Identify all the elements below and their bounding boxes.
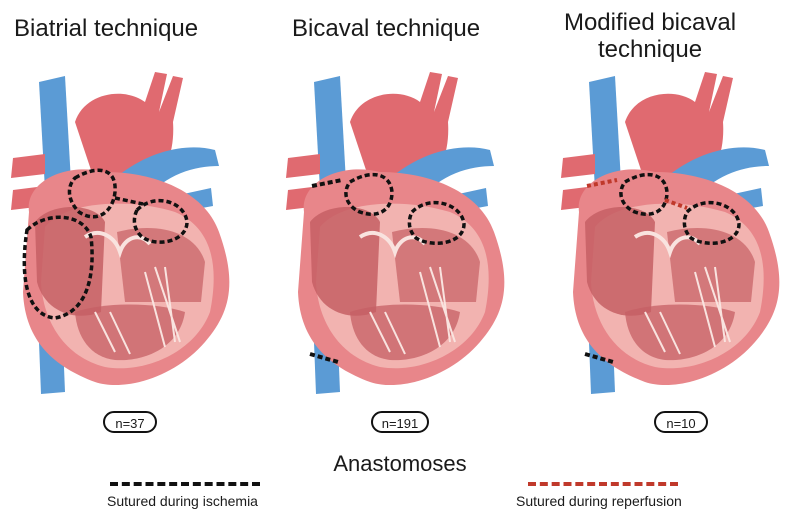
heart-diagram-modified-bicaval (559, 70, 782, 396)
legend-label-reperfusion: Sutured during reperfusion (516, 493, 682, 509)
legend-title: Anastomoses (333, 451, 467, 476)
legend-label-ischemia: Sutured during ischemia (107, 493, 258, 509)
legend-line-reperfusion (528, 482, 678, 486)
legend-line-ischemia (110, 482, 260, 486)
heart-diagram-bicaval (284, 70, 507, 396)
count-badge-biatrial: n=37 (103, 411, 157, 433)
panel-title-bicaval: Bicaval technique (292, 15, 481, 42)
count-badge-bicaval: n=191 (371, 411, 429, 433)
heart-diagram-biatrial (9, 70, 232, 396)
count-badge-modified-bicaval: n=10 (654, 411, 708, 433)
panel-title-biatrial: Biatrial technique (14, 15, 199, 42)
panel-title-modified-bicaval: Modified bicaval technique (563, 9, 737, 63)
